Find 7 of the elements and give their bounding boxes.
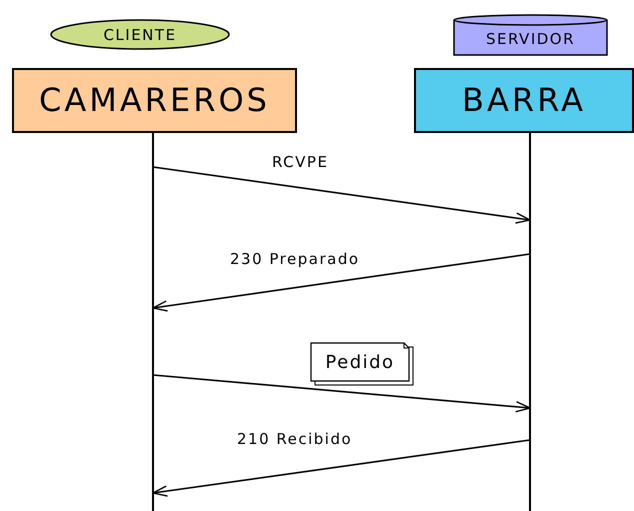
participant-lifeline: BARRA — [414, 68, 634, 511]
message-arrow — [152, 439, 530, 497]
ellipse-node: CLIENTE — [50, 19, 230, 50]
message-arrow — [152, 166, 531, 224]
message-arrow — [152, 374, 531, 412]
cylinder-node: SERVIDOR — [453, 14, 608, 56]
message-arrow — [152, 253, 530, 312]
